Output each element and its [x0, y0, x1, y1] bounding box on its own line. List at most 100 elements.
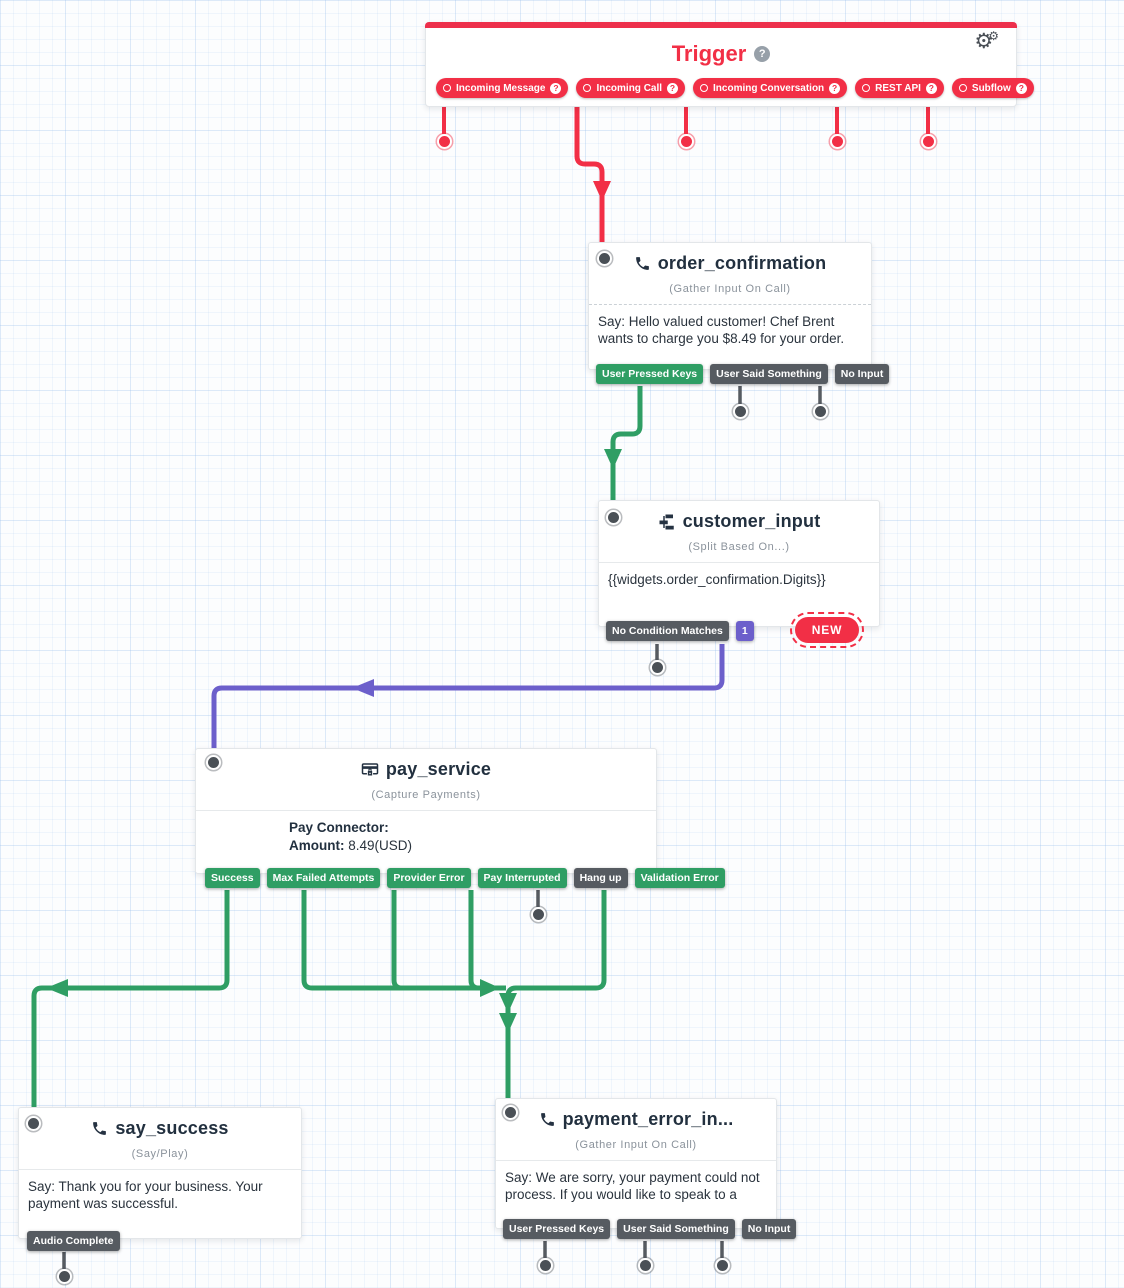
- transition-pay-interrupted[interactable]: Pay Interrupted: [477, 868, 567, 888]
- widget-type: (Gather Input On Call): [575, 1139, 697, 1151]
- port-out-audio-complete[interactable]: [57, 1269, 72, 1284]
- transition-user-pressed-keys[interactable]: User Pressed Keys: [503, 1219, 611, 1239]
- pill-label: REST API: [875, 82, 921, 94]
- divider: [19, 1169, 301, 1170]
- widget-title: customer_input: [682, 511, 821, 531]
- widget-title: order_confirmation: [657, 253, 827, 273]
- pill-label: Incoming Call: [596, 82, 663, 94]
- port-in-order-confirmation[interactable]: [597, 251, 612, 266]
- pill-label: Incoming Conversation: [713, 82, 825, 94]
- help-icon[interactable]: [829, 82, 841, 94]
- transition-button-row: Success Max Failed Attempts Provider Err…: [205, 868, 725, 888]
- transition-no-condition-matches[interactable]: No Condition Matches: [606, 621, 729, 641]
- trigger-pill-incoming-message[interactable]: Incoming Message: [436, 78, 569, 98]
- widget-say-success[interactable]: say_success (Say/Play) Say: Thank you fo…: [18, 1107, 302, 1251]
- trigger-pill-rest-api[interactable]: REST API: [855, 78, 944, 98]
- widget-type: (Split Based On...): [688, 541, 790, 553]
- connection-user-pressed-keys[interactable]: [604, 386, 643, 510]
- port-dot-icon: [862, 84, 871, 92]
- widget-title-row: payment_error_in...: [496, 1109, 776, 1130]
- port-in-say-success[interactable]: [26, 1116, 41, 1131]
- widget-title: payment_error_in...: [562, 1109, 734, 1129]
- connection-errors[interactable]: [301, 890, 607, 1105]
- transition-button-row: User Pressed Keys User Said Something No…: [503, 1219, 797, 1239]
- transition-user-pressed-keys[interactable]: User Pressed Keys: [596, 364, 704, 384]
- transition-success[interactable]: Success: [205, 868, 260, 888]
- port-dot-icon: [700, 84, 709, 92]
- phone-icon: [634, 255, 651, 272]
- help-icon[interactable]: [1015, 82, 1027, 94]
- port-dot-icon: [443, 84, 451, 92]
- widget-body-text: Pay Connector: Amount: 8.49(USD): [196, 811, 656, 854]
- help-icon[interactable]: [550, 82, 562, 94]
- help-icon[interactable]: [667, 82, 679, 94]
- trigger-pill-incoming-conversation[interactable]: Incoming Conversation: [693, 78, 848, 98]
- trigger-pill-incoming-call[interactable]: Incoming Call: [576, 78, 686, 98]
- divider: [496, 1160, 776, 1161]
- transition-no-input[interactable]: No Input: [834, 364, 890, 384]
- amount-label: Amount:: [289, 837, 345, 853]
- new-transition-button[interactable]: NEW: [790, 612, 864, 648]
- port-in-pay-service[interactable]: [206, 755, 221, 770]
- trigger-pill-row: Incoming Message Incoming Call Incoming …: [436, 78, 1034, 98]
- trigger-top-bar: [425, 22, 1017, 28]
- port-out-no-input-2[interactable]: [715, 1258, 730, 1273]
- port-rest-api[interactable]: [830, 134, 845, 149]
- widget-title-row: say_success: [19, 1118, 301, 1139]
- widget-type: (Gather Input On Call): [669, 283, 791, 295]
- output-port-stubs: [62, 386, 822, 1269]
- widget-trigger[interactable]: Trigger ⚙⚙ Incoming Message Incoming Cal…: [425, 22, 1034, 107]
- widget-title: say_success: [115, 1118, 229, 1138]
- port-out-no-condition-matches[interactable]: [650, 660, 665, 675]
- transition-audio-complete[interactable]: Audio Complete: [27, 1231, 120, 1251]
- payment-card-icon: [361, 761, 379, 779]
- help-icon[interactable]: [754, 46, 771, 62]
- connection-success[interactable]: [31, 890, 230, 1116]
- phone-icon: [539, 1111, 556, 1128]
- flow-settings-gear-icon[interactable]: ⚙⚙: [974, 29, 999, 53]
- transition-user-said-something[interactable]: User Said Something: [710, 364, 828, 384]
- split-icon: [658, 513, 676, 531]
- port-out-hang-up[interactable]: [531, 907, 546, 922]
- port-out-no-input[interactable]: [813, 404, 828, 419]
- transition-provider-error[interactable]: Provider Error: [387, 868, 471, 888]
- widget-title-row: pay_service: [196, 759, 656, 780]
- transition-user-said-something[interactable]: User Said Something: [617, 1219, 735, 1239]
- pay-connector-label: Pay Connector:: [289, 820, 389, 835]
- port-in-customer-input[interactable]: [606, 510, 621, 525]
- port-incoming-message[interactable]: [437, 134, 452, 149]
- port-out-user-said-something[interactable]: [733, 404, 748, 419]
- widget-payment-error[interactable]: payment_error_in... (Gather Input On Cal…: [495, 1098, 797, 1239]
- port-incoming-conversation[interactable]: [679, 134, 694, 149]
- trigger-pill-subflow[interactable]: Subflow: [951, 78, 1034, 98]
- port-out-user-pressed-keys[interactable]: [538, 1258, 553, 1273]
- connection-split-match-1[interactable]: [211, 644, 725, 755]
- transition-hang-up[interactable]: Hang up: [573, 868, 628, 888]
- transition-button-row: User Pressed Keys User Said Something No…: [596, 364, 890, 384]
- transition-condition-1[interactable]: 1: [735, 621, 754, 641]
- port-in-payment-error[interactable]: [503, 1105, 518, 1120]
- port-out-user-said-something-2[interactable]: [638, 1258, 653, 1273]
- transition-button-row: Audio Complete: [27, 1231, 120, 1251]
- widget-pay-service[interactable]: pay_service (Capture Payments) Pay Conne…: [195, 748, 725, 888]
- widget-body-text: Say: Hello valued customer! Chef Brent w…: [598, 314, 845, 346]
- port-dot-icon: [958, 84, 967, 92]
- widget-customer-input[interactable]: customer_input (Split Based On...) {{wid…: [598, 500, 880, 648]
- transition-validation-error[interactable]: Validation Error: [634, 868, 725, 888]
- phone-icon: [91, 1120, 108, 1137]
- port-subflow[interactable]: [921, 134, 936, 149]
- connection-incoming-call[interactable]: [574, 95, 611, 251]
- help-icon[interactable]: [925, 82, 937, 94]
- transition-button-row: No Condition Matches 1: [606, 621, 754, 641]
- divider: [599, 562, 879, 563]
- transition-max-failed-attempts[interactable]: Max Failed Attempts: [266, 868, 381, 888]
- transition-no-input[interactable]: No Input: [741, 1219, 797, 1239]
- widget-title-row: customer_input: [599, 511, 879, 532]
- widget-order-confirmation[interactable]: order_confirmation (Gather Input On Call…: [588, 242, 890, 384]
- widget-title-row: order_confirmation: [589, 253, 871, 274]
- widget-body-text: Say: Thank you for your business. Your p…: [28, 1179, 263, 1211]
- new-badge: NEW: [795, 617, 859, 643]
- pill-label: Subflow: [971, 82, 1011, 94]
